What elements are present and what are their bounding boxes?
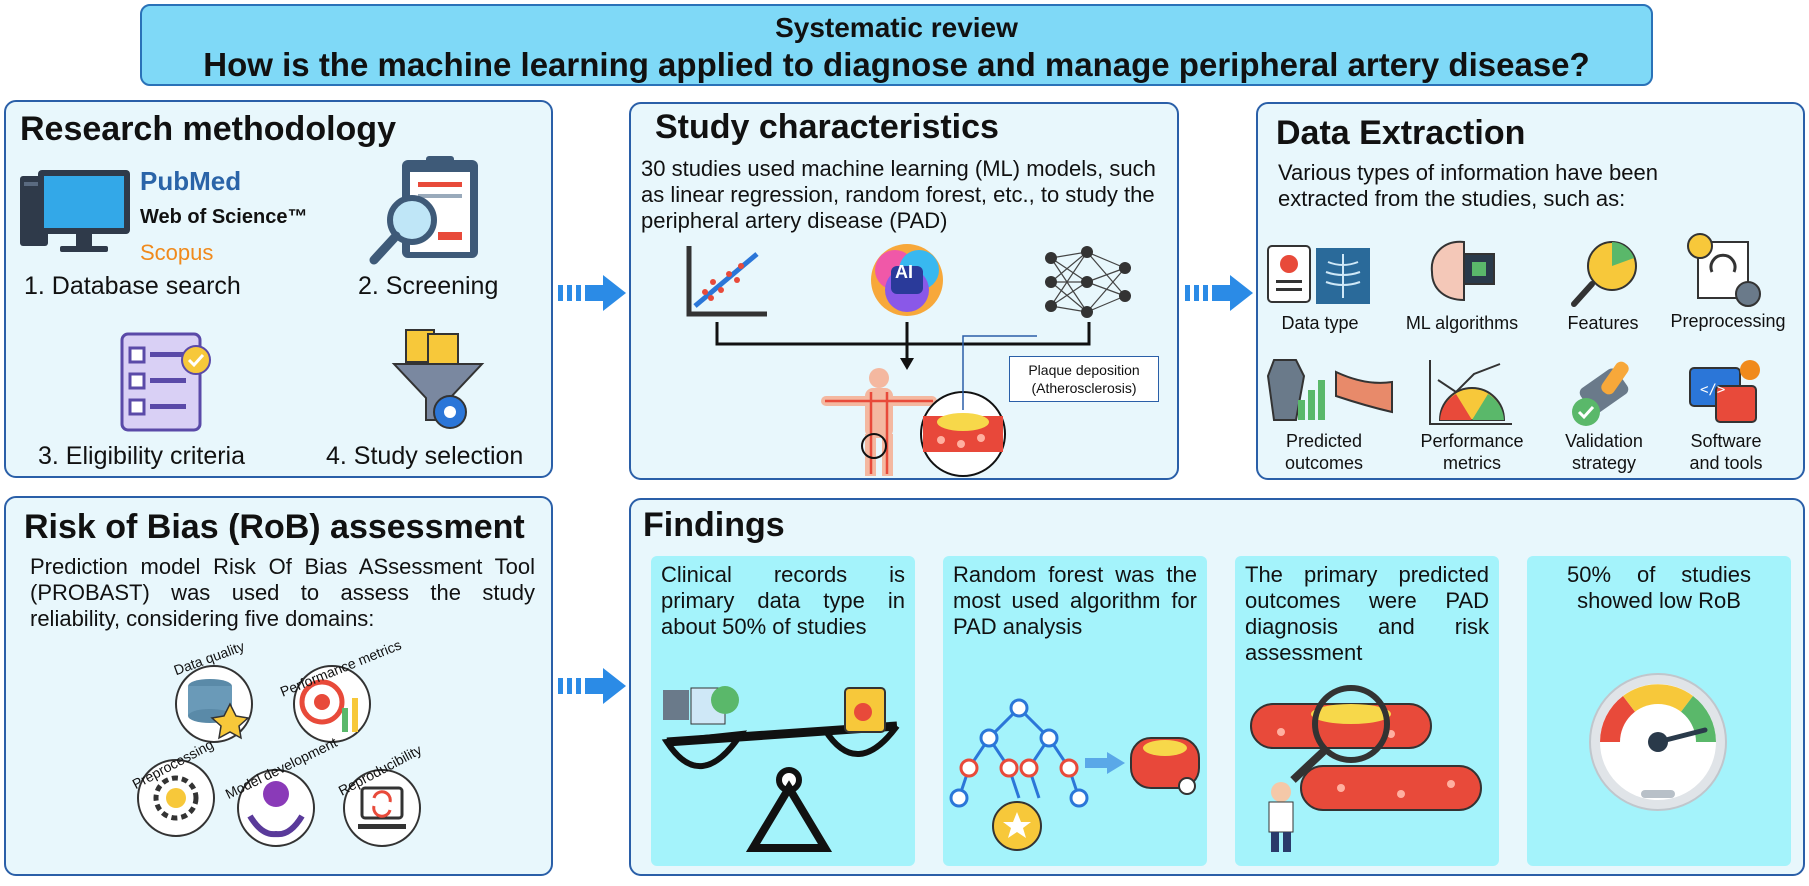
header-line2: How is the machine learning applied to d… — [203, 46, 1590, 83]
methodology-title: Research methodology — [20, 110, 396, 148]
step-screening: 2. Screening — [358, 272, 499, 300]
performance-l2: metrics — [1443, 453, 1501, 473]
features-icon — [1571, 241, 1637, 307]
rob-text: Prediction model Risk Of Bias ASsessment… — [30, 554, 535, 631]
rob-panel: Risk of Bias (RoB) assessment Prediction… — [4, 496, 553, 876]
validation-l2: strategy — [1571, 453, 1637, 473]
software-l2: and tools — [1689, 453, 1763, 473]
study-title: Study characteristics — [655, 108, 999, 146]
balance-scale-icon — [661, 686, 900, 852]
extraction-item-features: Features — [1567, 313, 1639, 333]
extraction-item-data-type: Data type — [1281, 313, 1359, 333]
neural-network-icon — [1045, 246, 1131, 318]
finding-card-1-text: Clinical records is primary data type in… — [661, 562, 905, 639]
artery-plaque-icon — [920, 391, 1006, 477]
extraction-item-ml-algorithms: ML algorithms — [1405, 313, 1519, 333]
extraction-item-software: Software and tools — [1666, 430, 1786, 474]
preprocessing-icon — [1687, 233, 1761, 307]
computer-icon — [20, 170, 130, 252]
arrow-right-icon — [1185, 275, 1253, 311]
ai-brain-icon — [871, 244, 943, 316]
plaque-label-line1: Plaque deposition — [1028, 362, 1140, 378]
screening-icon — [369, 156, 478, 265]
ai-badge: AI — [895, 262, 913, 282]
performance-l1: Performance — [1420, 431, 1524, 451]
extraction-panel: Data Extraction Various types of informa… — [1256, 102, 1805, 480]
predicted-l1: Predicted — [1285, 431, 1363, 451]
scopus-logo: Scopus — [140, 240, 214, 265]
finding-card-1: Clinical records is primary data type in… — [651, 556, 915, 866]
connector-lines — [715, 322, 1091, 370]
extraction-item-performance: Performance metrics — [1402, 430, 1542, 474]
extraction-text: Various types of information have been e… — [1278, 160, 1658, 211]
data-type-icon — [1267, 245, 1370, 304]
gauge-icon — [1589, 673, 1727, 811]
performance-metrics-icon — [1429, 360, 1512, 425]
finding-card-2: Random forest was the most used algorith… — [943, 556, 1207, 866]
validation-strategy-icon — [1572, 361, 1629, 426]
plaque-label-line2: (Atherosclerosis) — [1031, 380, 1137, 396]
checklist-icon — [120, 332, 211, 432]
findings-title: Findings — [643, 506, 785, 544]
extraction-item-predicted: Predicted outcomes — [1264, 430, 1384, 474]
study-text: 30 studies used machine learning (ML) mo… — [641, 156, 1156, 233]
artery-inspection-icon — [1250, 685, 1482, 852]
rob-title: Risk of Bias (RoB) assessment — [24, 508, 525, 546]
random-forest-icon — [949, 698, 1200, 851]
arrow-right-icon — [558, 668, 626, 704]
finding-card-4-text: 50% of studies showed low RoB — [1567, 562, 1751, 613]
study-panel: Study characteristics 30 studies used ma… — [629, 102, 1179, 480]
predicted-outcomes-icon — [1266, 359, 1393, 421]
pubmed-logo: PubMed — [140, 166, 242, 196]
extraction-item-preprocessing: Preprocessing — [1670, 311, 1786, 331]
rob-domains-icons — [137, 665, 421, 847]
finding-card-2-text: Random forest was the most used algorith… — [953, 562, 1197, 639]
plaque-label-box: Plaque deposition (Atherosclerosis) — [1009, 356, 1159, 402]
regression-icon — [686, 246, 767, 317]
extraction-item-validation: Validation strategy — [1544, 430, 1664, 474]
arrow-right-icon — [558, 275, 626, 311]
funnel-icon — [391, 329, 485, 429]
predicted-l2: outcomes — [1284, 453, 1364, 473]
svg-text:</>: </> — [1700, 382, 1725, 398]
extraction-title: Data Extraction — [1276, 114, 1526, 152]
step-eligibility: 3. Eligibility criteria — [38, 442, 246, 470]
step-study-selection: 4. Study selection — [326, 442, 524, 470]
ml-brain-icon — [1430, 240, 1495, 302]
pointer-line — [962, 335, 1037, 410]
header-line1: Systematic review — [775, 12, 1018, 43]
finding-card-3-text: The primary predicted outcomes were PAD … — [1245, 562, 1489, 665]
human-body-icon — [821, 368, 937, 476]
software-tools-icon: </> — [1689, 360, 1760, 423]
finding-card-4: 50% of studies showed low RoB — [1527, 556, 1791, 866]
software-l1: Software — [1690, 431, 1762, 451]
methodology-panel: Research methodology PubMed Web of Scien… — [4, 100, 553, 478]
web-of-science-logo: Web of Science™ — [140, 206, 308, 228]
step-database-search: 1. Database search — [24, 272, 241, 300]
validation-l1: Validation — [1565, 431, 1643, 451]
finding-card-3: The primary predicted outcomes were PAD … — [1235, 556, 1499, 866]
header-banner: Systematic review How is the machine lea… — [140, 4, 1653, 86]
findings-panel: Findings Clinical records is primary dat… — [629, 498, 1805, 876]
